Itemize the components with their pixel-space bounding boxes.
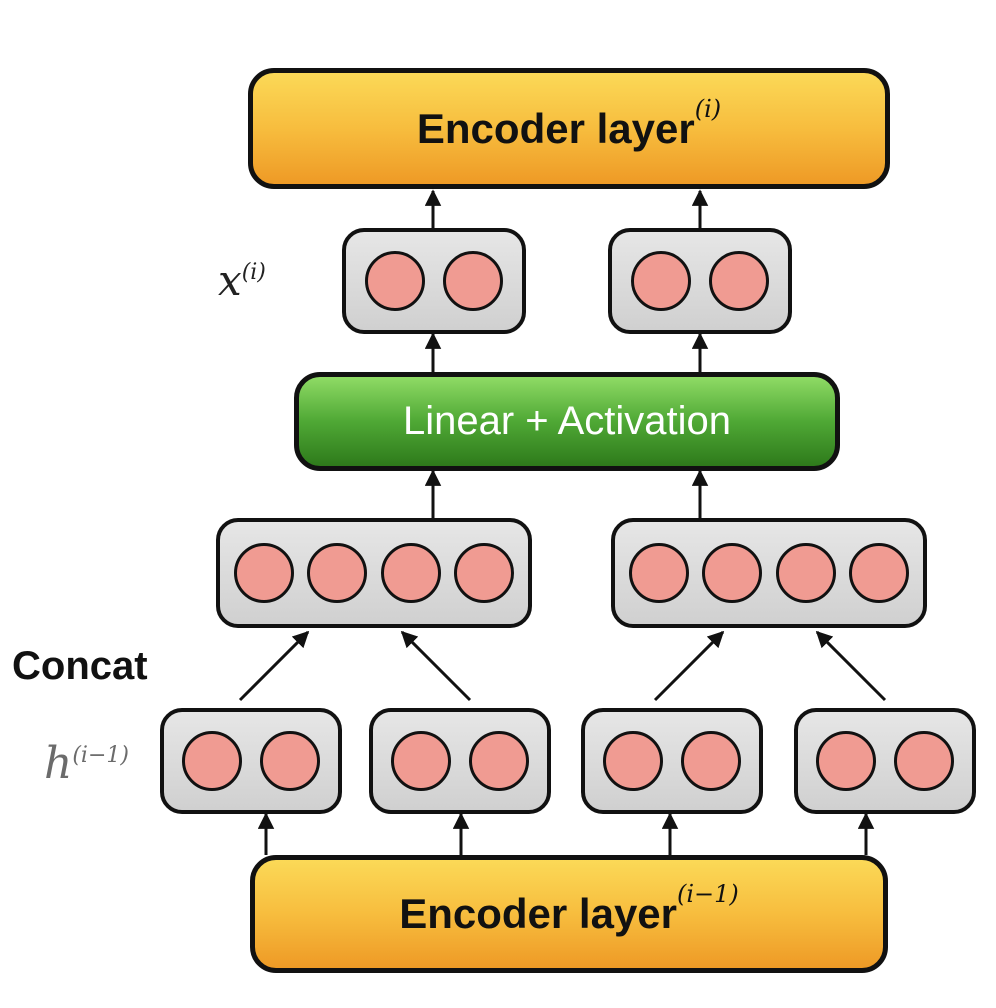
arrow-h3-to-concat-right <box>653 630 725 702</box>
node <box>364 251 425 311</box>
x-label-symbol: x <box>218 256 242 305</box>
x-label-superscript: (i) <box>241 260 266 285</box>
encoder-layer-top-superscript: (i) <box>694 94 722 123</box>
node <box>630 251 691 311</box>
encoder-layer-bottom-superscript: (i−1) <box>677 880 739 908</box>
concat-vector-right <box>611 518 927 628</box>
h-label: h(i−1) <box>44 738 129 789</box>
node <box>816 731 876 791</box>
linear-activation-label: Linear + Activation <box>403 399 731 443</box>
node <box>380 543 441 603</box>
arrow-h1-to-concat-left <box>238 630 310 702</box>
node <box>603 731 663 791</box>
node <box>182 731 242 791</box>
encoder-layer-bottom-label: Encoder layer <box>399 890 678 937</box>
node <box>628 543 689 603</box>
x-vector-left <box>342 228 526 334</box>
node <box>391 731 451 791</box>
concat-vector-left <box>216 518 532 628</box>
h-vector-4 <box>794 708 976 814</box>
linear-activation-block: Linear + Activation <box>294 372 840 471</box>
node <box>260 731 320 791</box>
node <box>775 543 836 603</box>
node <box>233 543 294 603</box>
node <box>307 543 368 603</box>
x-vector-right <box>608 228 792 334</box>
h-label-symbol: h <box>44 738 73 789</box>
h-vector-2 <box>369 708 551 814</box>
x-label: x(i) <box>218 256 266 305</box>
h-vector-3 <box>581 708 763 814</box>
encoder-layer-top-label: Encoder layer <box>416 104 695 152</box>
node <box>894 731 954 791</box>
arrow-h4-to-concat-right <box>815 630 887 702</box>
h-vector-1 <box>160 708 342 814</box>
node <box>702 543 763 603</box>
node <box>469 731 529 791</box>
node <box>849 543 910 603</box>
node <box>681 731 741 791</box>
node <box>454 543 515 603</box>
node <box>709 251 770 311</box>
concat-label: Concat <box>12 644 148 688</box>
h-label-superscript: (i−1) <box>72 743 129 768</box>
encoder-layer-bottom: Encoder layer(i−1) <box>250 855 888 973</box>
arrow-h2-to-concat-left <box>400 630 472 702</box>
node <box>443 251 504 311</box>
encoder-layer-top: Encoder layer(i) <box>248 68 890 189</box>
